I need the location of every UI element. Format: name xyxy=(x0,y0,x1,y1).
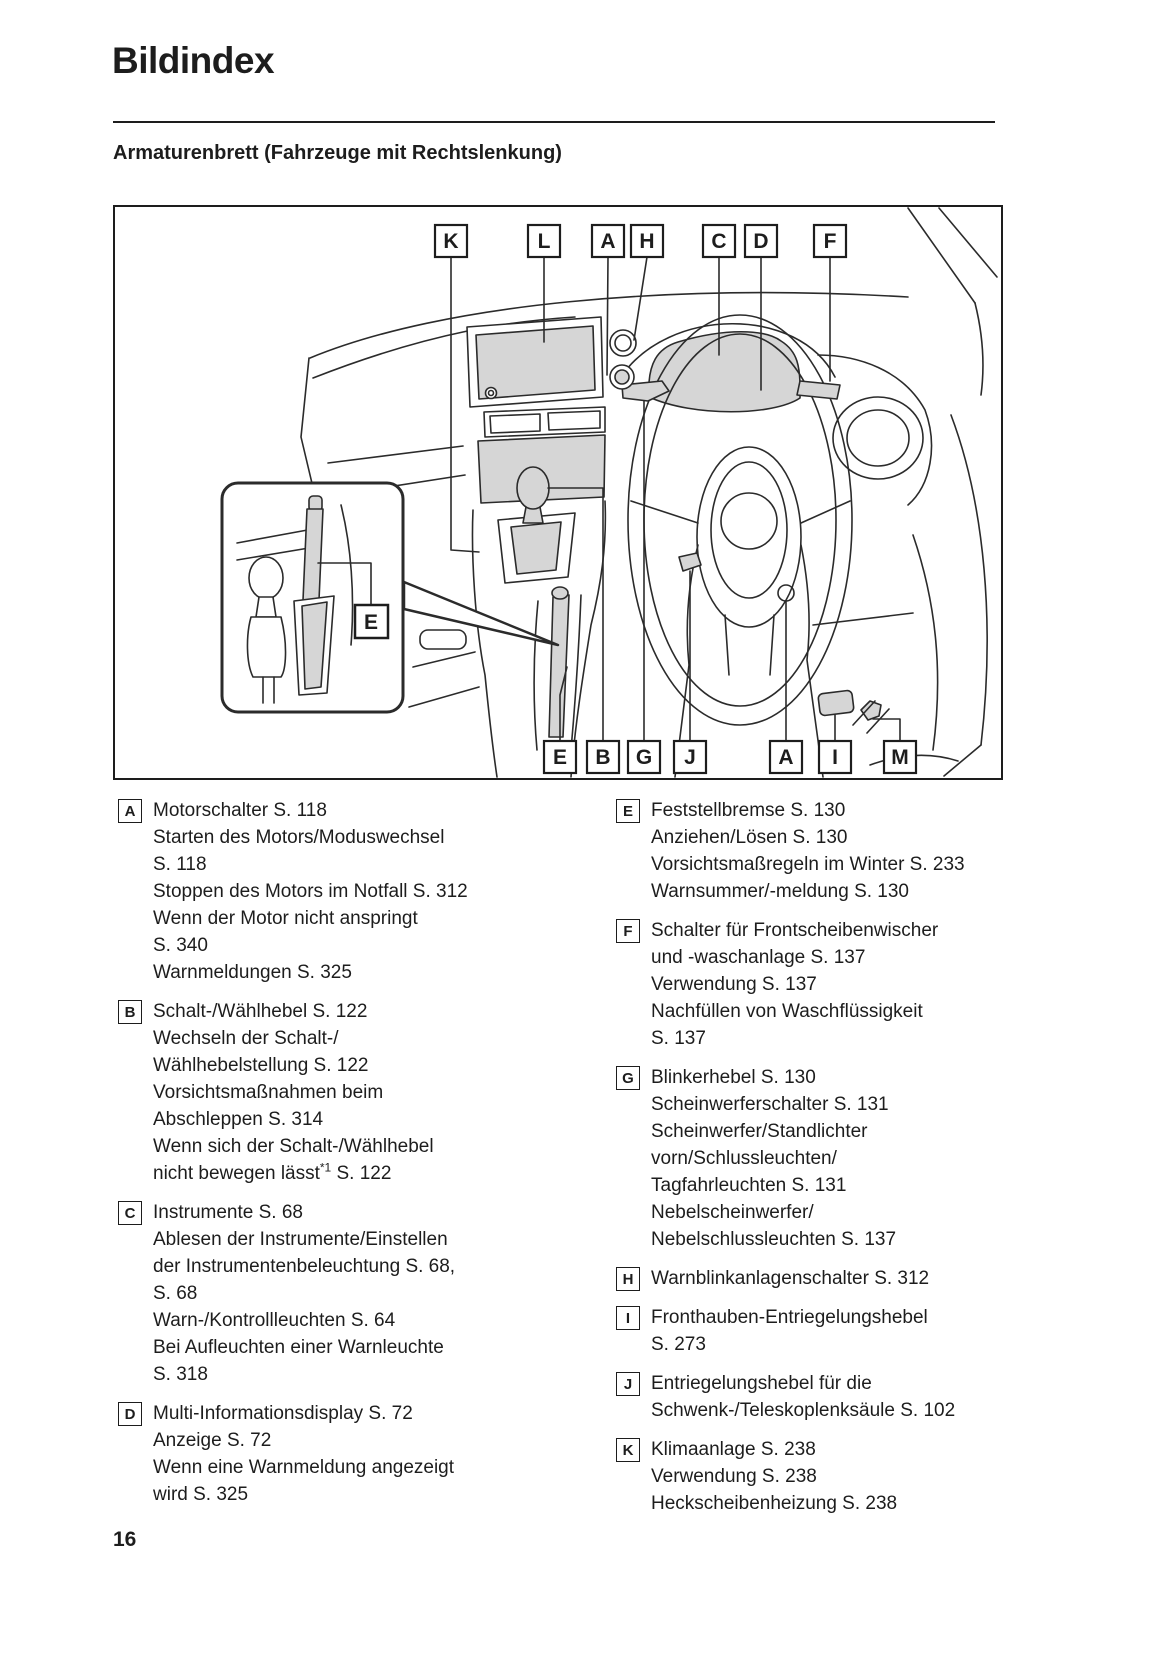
callout-letter-box: J xyxy=(616,1372,640,1396)
turn-signal-stalk-drawing xyxy=(621,380,670,402)
callout-letter: L xyxy=(538,230,551,253)
callout-letter-box: H xyxy=(616,1267,640,1291)
callout-bottom-6: I xyxy=(817,739,853,775)
callout-letter: M xyxy=(891,746,909,769)
callout-top-4: H xyxy=(629,223,665,259)
a-pillar-line xyxy=(907,207,976,304)
inset-gear-knob-drawing xyxy=(248,556,284,600)
clip-target-drawing xyxy=(860,700,882,721)
side-vent-drawing xyxy=(817,354,933,506)
callout-letter: J xyxy=(684,746,696,769)
callout-letter: D xyxy=(753,230,768,253)
callout-bottom-4: J xyxy=(672,739,708,775)
callout-top-7: F xyxy=(812,223,848,259)
callout-letter-box: B xyxy=(118,1000,142,1024)
callout-bottom-3: G xyxy=(626,739,662,775)
callout-letter-box: E xyxy=(616,799,640,823)
callout-letter: F xyxy=(824,230,837,253)
lower-dash-drawing xyxy=(678,552,914,734)
leader-lines-bottom xyxy=(547,400,901,742)
center-display-drawing xyxy=(466,316,604,408)
column-release-lever-drawing xyxy=(678,552,702,572)
title-divider xyxy=(113,121,995,123)
door-handle-drawing xyxy=(419,629,467,650)
legend-item-text: Warnblinkanlagenschalter S. 312 xyxy=(651,1268,930,1289)
callout-bottom-2: B xyxy=(585,739,621,775)
callout-inset-E: E xyxy=(353,603,390,640)
callout-letter: H xyxy=(639,230,654,253)
leader-lines-top xyxy=(450,256,831,553)
callout-letter: E xyxy=(364,611,378,634)
callout-top-1: K xyxy=(433,223,469,259)
callout-bottom-7: M xyxy=(882,739,918,775)
callout-top-5: C xyxy=(701,223,737,259)
callout-letter-box: K xyxy=(616,1438,640,1462)
climate-panel-drawing xyxy=(477,434,606,504)
center-console-drawing xyxy=(471,500,607,778)
section-subtitle: Armaturenbrett (Fahrzeuge mit Rechtslenk… xyxy=(113,142,562,164)
callout-top-6: D xyxy=(743,223,779,259)
callout-letter: C xyxy=(711,230,726,253)
callout-letter-box: C xyxy=(118,1201,142,1225)
engine-switch-knob-drawing xyxy=(609,329,637,390)
callout-labels-bottom: E B G J A I M xyxy=(542,739,918,775)
gear-lever-drawing xyxy=(497,466,576,584)
callout-letter-box: A xyxy=(118,799,142,823)
callout-letter-box: D xyxy=(118,1402,142,1426)
center-vents-drawing xyxy=(483,406,606,438)
inset-leader-E xyxy=(317,562,372,606)
dashboard-diagram: K L A H C D F E B G J A I M E xyxy=(113,205,1003,780)
callout-top-2: L xyxy=(526,223,562,259)
callout-letter: I xyxy=(832,746,838,769)
instrument-cluster-drawing xyxy=(620,322,836,413)
dashboard-drawing: K L A H C D F E B G J A I M E xyxy=(113,205,1003,780)
callout-letter: A xyxy=(600,230,615,253)
callout-bottom-5: A xyxy=(768,739,804,775)
callout-labels-top: K L A H C D F xyxy=(433,223,848,259)
callout-letter: A xyxy=(778,746,793,769)
dashboard-background-lines xyxy=(300,207,998,777)
callout-letter-box: I xyxy=(616,1306,640,1330)
parking-brake-drawing xyxy=(533,586,582,751)
legend-item-H: H Warnblinkanlagenschalter S. 312 xyxy=(611,1265,1081,1292)
callout-letter: B xyxy=(595,746,610,769)
callout-letter: G xyxy=(636,746,652,769)
wiper-stalk-drawing xyxy=(796,380,841,400)
callout-bottom-1: E xyxy=(542,739,578,775)
callout-top-3: A xyxy=(590,223,626,259)
parking-brake-inset xyxy=(220,481,405,714)
callout-letter-box: G xyxy=(616,1066,640,1090)
callout-letter: E xyxy=(553,746,567,769)
callout-letter-box: F xyxy=(616,919,640,943)
page-number: 16 xyxy=(113,1528,137,1551)
page-title: Bildindex xyxy=(112,40,275,81)
hood-release-lever-drawing xyxy=(817,689,855,717)
callout-letter: K xyxy=(443,230,458,253)
